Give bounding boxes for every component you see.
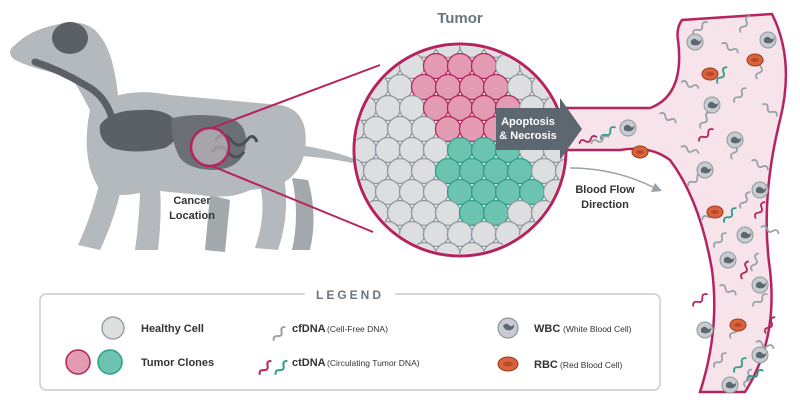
red-blood-cell (729, 318, 747, 332)
white-blood-cell (726, 131, 744, 149)
white-blood-cell (736, 226, 754, 244)
blood-flow-label-line2: Direction (581, 199, 629, 211)
zoom-line-top (211, 64, 381, 129)
white-blood-cell (751, 181, 769, 199)
dna-fragment (733, 357, 747, 373)
wbc-desc: (White Blood Cell) (563, 324, 632, 334)
dna-fragment (755, 340, 775, 349)
dna-fragment (752, 293, 768, 307)
dna-fragment (698, 128, 714, 142)
blood-flow-label: Blood Flow (575, 184, 635, 196)
dna-fragment (740, 260, 749, 280)
dna-fragment (699, 111, 711, 129)
dna-fragment (750, 252, 759, 272)
cfdna-label: cfDNA (292, 323, 326, 335)
dna-fragment (680, 80, 700, 89)
white-blood-cell (686, 33, 704, 51)
wbc-swatch (497, 317, 519, 339)
rbc-swatch (497, 356, 519, 372)
apoptosis-arrow (496, 98, 582, 160)
dna-fragment (713, 232, 727, 248)
dna-fragment (746, 369, 764, 381)
dna-fragment (600, 126, 616, 140)
red-blood-cell (706, 205, 724, 219)
dna-fragment (713, 352, 727, 368)
cancer-location-label-line2: Location (169, 210, 215, 222)
tumor-clone-teal-swatch (97, 349, 123, 375)
dna-fragment (692, 21, 708, 35)
apoptosis-label-line2: & Necrosis (499, 130, 556, 142)
dna-fragment (723, 207, 737, 223)
legend-box: LEGEND Healthy Cell Tumor Clones cfDNA (… (39, 286, 661, 391)
blood-vessel (563, 12, 788, 394)
blood-flow-arrow (569, 167, 656, 189)
apoptosis-label: Apoptosis (501, 116, 555, 128)
cfdna-desc: (Cell-Free DNA) (327, 324, 388, 334)
vessel-contents (578, 15, 780, 394)
tumor-clone-pink-swatch (65, 349, 91, 375)
healthy-cell (458, 241, 486, 254)
dna-fragment (721, 42, 739, 54)
cancer-location-label: Cancer (173, 195, 211, 207)
cfdna-squiggle-icon (272, 325, 286, 341)
healthy-cell (434, 241, 462, 254)
dna-fragment (760, 225, 780, 234)
red-blood-cell (701, 67, 719, 81)
dna-fragment (739, 15, 751, 33)
dna-fragment (739, 191, 751, 209)
dna-fragment (762, 103, 778, 117)
dna-fragment (716, 66, 728, 84)
white-blood-cell (751, 346, 769, 364)
tumor-clones-label: Tumor Clones (141, 357, 214, 369)
dna-fragment (719, 284, 737, 296)
white-blood-cell (696, 321, 714, 339)
dna-fragment (692, 293, 708, 307)
rbc-desc: (Red Blood Cell) (560, 360, 623, 370)
ctdna-desc: (Circulating Tumor DNA) (327, 358, 420, 368)
white-blood-cell (696, 161, 714, 179)
dna-fragment (764, 316, 776, 334)
white-blood-cell (619, 119, 637, 137)
white-blood-cell (719, 251, 737, 269)
dna-fragment (743, 368, 752, 388)
white-blood-cell (721, 376, 739, 394)
tumor-title: Tumor (437, 10, 483, 27)
dna-fragment (751, 159, 769, 171)
ctdna-pink-squiggle-icon (258, 359, 272, 375)
healthy-cell-label: Healthy Cell (141, 323, 204, 335)
blood-flow-arrowhead (651, 183, 662, 192)
dna-fragment (680, 145, 700, 154)
healthy-cell (434, 46, 462, 59)
white-blood-cell (759, 31, 777, 49)
ctdna-label: ctDNA (292, 357, 326, 369)
zoom-line-bottom (211, 165, 374, 233)
red-blood-cell (746, 53, 764, 67)
healthy-cell-swatch (101, 316, 125, 340)
wbc-label: WBC (534, 323, 560, 335)
ctdna-teal-squiggle-icon (274, 359, 288, 375)
healthy-cell (458, 46, 486, 59)
cancer-location-marker (189, 126, 231, 168)
white-blood-cell (703, 96, 721, 114)
legend-title: LEGEND (316, 288, 384, 302)
red-blood-cell (631, 145, 649, 159)
dna-fragment (754, 201, 766, 219)
white-blood-cell (751, 276, 769, 294)
rbc-label: RBC (534, 359, 558, 371)
dna-fragment (659, 112, 677, 124)
dna-fragment (590, 135, 610, 144)
dna-fragment (733, 87, 747, 103)
dna-fragment (578, 135, 598, 144)
